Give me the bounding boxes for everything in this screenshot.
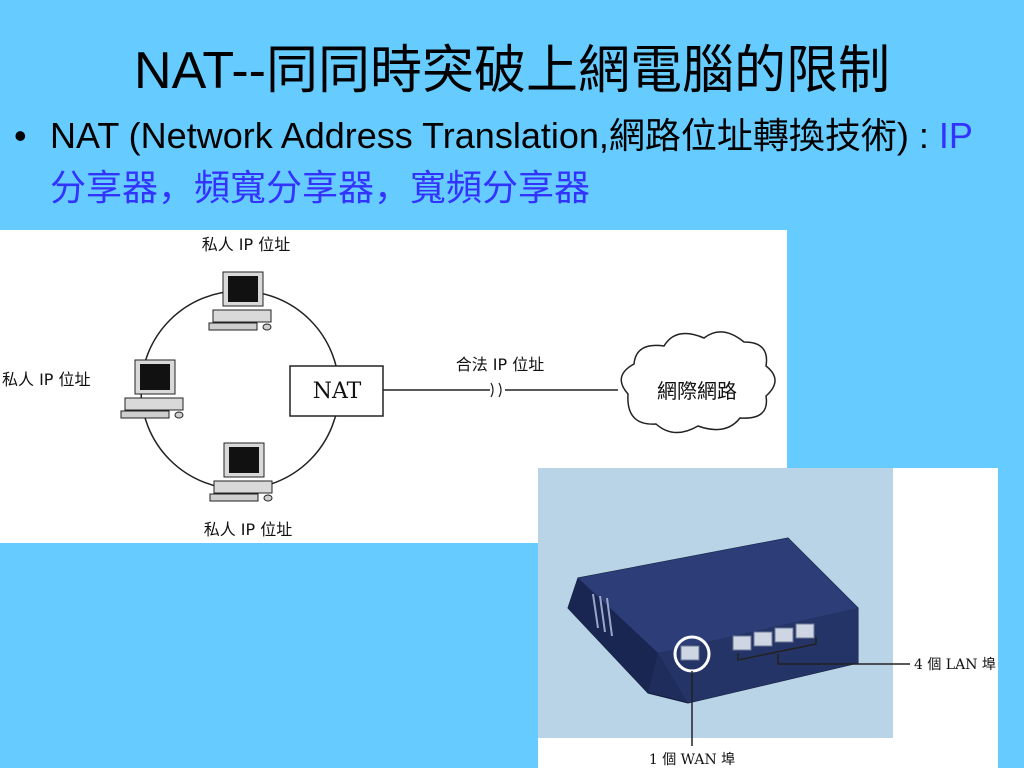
nat-box-label: NAT xyxy=(313,379,362,404)
internet-label: 網際網路 xyxy=(657,379,737,403)
internet-cloud-icon xyxy=(620,331,776,434)
slide-title: NAT--同同時突破上網電腦的限制 xyxy=(134,42,890,100)
bullet-dot: • xyxy=(14,115,27,156)
private-ip-label-left: 私人 IP 位址 xyxy=(2,370,91,389)
public-ip-label: 合法 IP 位址 xyxy=(456,355,545,374)
bullet-item: • NAT (Network Address Translation,網路位址轉… xyxy=(14,110,1004,214)
private-ip-label-bottom: 私人 IP 位址 xyxy=(204,520,293,539)
bullet-text: NAT (Network Address Translation,網路位址轉換技… xyxy=(50,115,939,156)
router-photo: 4 個 LAN 埠 1 個 WAN 埠 xyxy=(538,468,998,768)
lan-port-label: 4 個 LAN 埠 xyxy=(914,656,996,673)
computer-icon-bottom xyxy=(209,442,273,502)
bullet-text-block: NAT (Network Address Translation,網路位址轉換技… xyxy=(14,110,1004,214)
wan-port-label: 1 個 WAN 埠 xyxy=(649,751,735,768)
computer-icon-top xyxy=(208,271,272,331)
bullet-accent-text: IP分享器，頻寬分享器，寬頻分享器 xyxy=(50,115,973,208)
computer-icon-left xyxy=(120,359,184,419)
nat-box xyxy=(289,365,384,417)
link-break-mark xyxy=(490,382,502,398)
private-ip-label-top: 私人 IP 位址 xyxy=(202,235,291,254)
